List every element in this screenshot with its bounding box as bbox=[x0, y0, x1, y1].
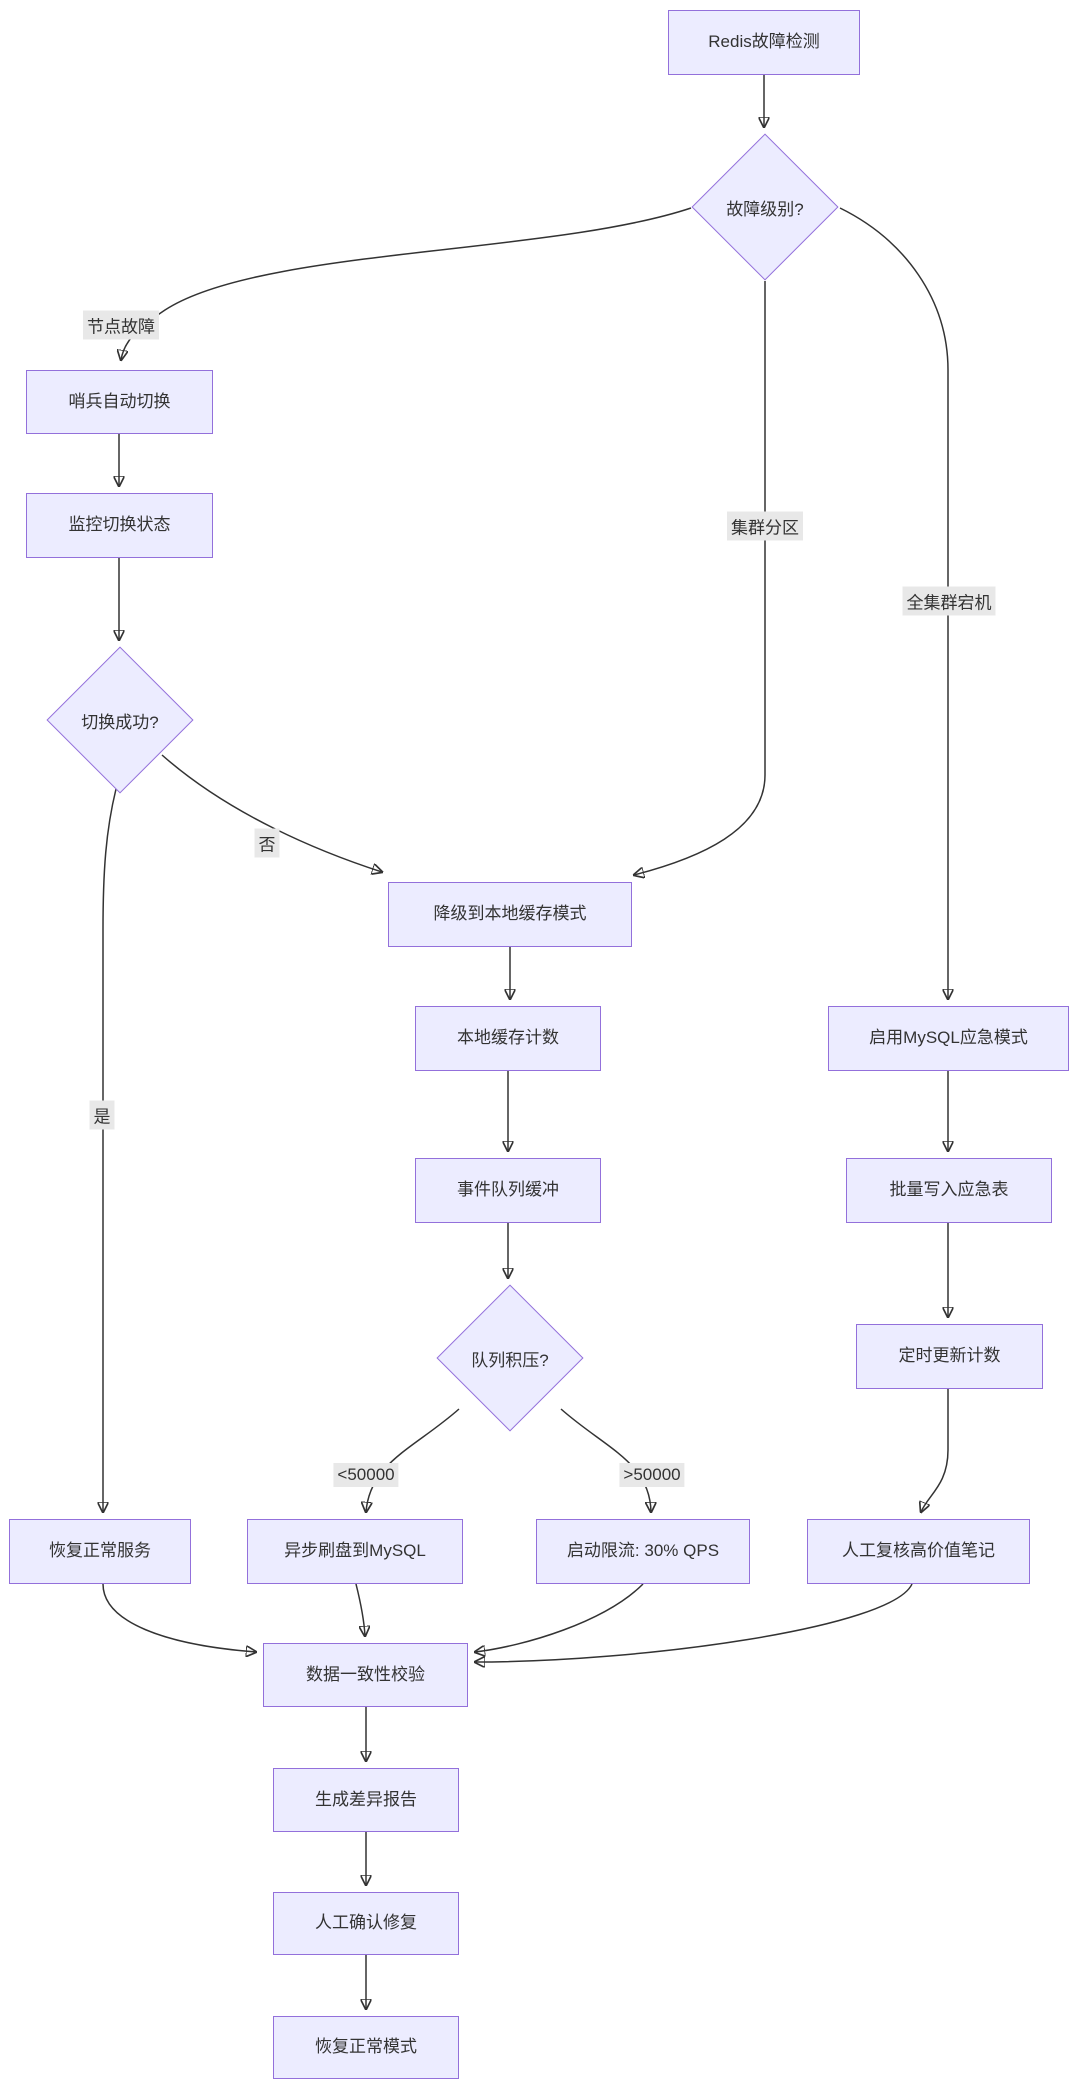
node-switch-success: 切换成功? bbox=[45, 646, 195, 794]
edge-label-yes: 是 bbox=[89, 1100, 115, 1130]
edge-rate-limit-to-consistency-check bbox=[475, 1583, 644, 1652]
node-mysql-emergency: 启用MySQL应急模式 bbox=[828, 1006, 1069, 1071]
node-restore-service: 恢复正常服务 bbox=[9, 1519, 191, 1584]
edge-timed-update-to-manual-review bbox=[921, 1389, 949, 1512]
edge-label-node-fault: 节点故障 bbox=[83, 310, 159, 340]
node-event-queue: 事件队列缓冲 bbox=[415, 1158, 601, 1223]
node-degrade-local: 降级到本地缓存模式 bbox=[388, 882, 632, 947]
node-fault-level: 故障级别? bbox=[690, 133, 840, 281]
node-manual-confirm: 人工确认修复 bbox=[273, 1892, 459, 1955]
node-sentinel-switch: 哨兵自动切换 bbox=[26, 370, 213, 434]
edge-label-full-cluster-down: 全集群宕机 bbox=[902, 586, 996, 616]
node-diff-report: 生成差异报告 bbox=[273, 1768, 459, 1832]
edge-queue-backlog-to-async-flush bbox=[366, 1408, 460, 1512]
edge-queue-backlog-to-rate-limit bbox=[560, 1408, 651, 1512]
edge-label-no: 否 bbox=[254, 828, 280, 858]
node-batch-write: 批量写入应急表 bbox=[846, 1158, 1052, 1223]
node-restore-mode: 恢复正常模式 bbox=[273, 2016, 459, 2079]
edge-switch-success-to-restore-service bbox=[103, 788, 117, 1512]
edge-fault-level-to-degrade-local bbox=[634, 281, 766, 875]
node-consistency-check: 数据一致性校验 bbox=[263, 1643, 468, 1707]
node-fault-level-label: 故障级别? bbox=[726, 199, 804, 219]
node-queue-backlog-label: 队列积压? bbox=[471, 1350, 549, 1370]
edge-restore-service-to-consistency-check bbox=[102, 1583, 256, 1652]
edge-label-lt-threshold: <50000 bbox=[333, 1463, 399, 1487]
edge-label-cluster-partition: 集群分区 bbox=[727, 511, 803, 541]
node-queue-backlog: 队列积压? bbox=[435, 1284, 585, 1432]
node-redis-detect: Redis故障检测 bbox=[668, 10, 860, 75]
edge-fault-level-to-sentinel-switch bbox=[121, 207, 692, 360]
node-manual-review: 人工复核高价值笔记 bbox=[807, 1519, 1030, 1584]
edge-fault-level-to-mysql-emergency bbox=[839, 207, 948, 999]
node-switch-success-label: 切换成功? bbox=[81, 712, 159, 732]
node-rate-limit: 启动限流: 30% QPS bbox=[536, 1519, 750, 1584]
edge-manual-review-to-consistency-check bbox=[475, 1583, 913, 1662]
node-async-flush: 异步刷盘到MySQL bbox=[247, 1519, 463, 1584]
edge-label-gt-threshold: >50000 bbox=[619, 1463, 685, 1487]
node-timed-update: 定时更新计数 bbox=[856, 1324, 1043, 1389]
node-monitor-status: 监控切换状态 bbox=[26, 493, 213, 558]
edge-async-flush-to-consistency-check bbox=[355, 1583, 365, 1636]
node-local-cache-count: 本地缓存计数 bbox=[415, 1006, 601, 1071]
